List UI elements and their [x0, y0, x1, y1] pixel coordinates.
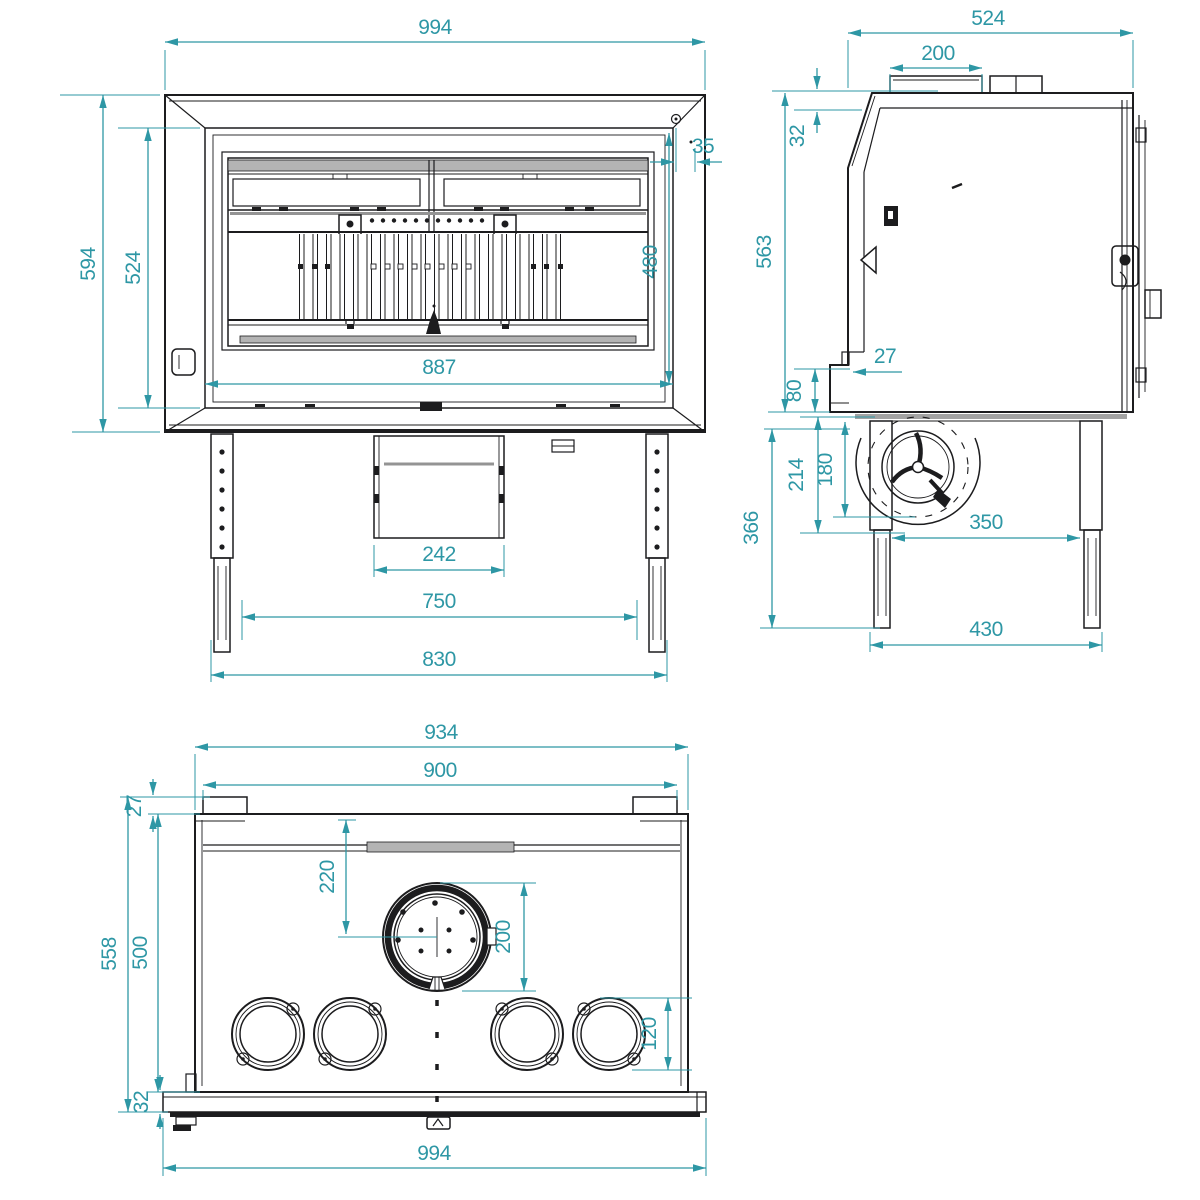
- bottom-front-frame: [162, 1091, 707, 1131]
- dim-side-leg-zone-height: 366: [740, 511, 763, 545]
- bottom-dimensions: 934 900 27 220 200 558 500: [98, 721, 707, 1176]
- dim-bottom-flue-center-offset: 220: [316, 860, 339, 894]
- dim-front-feet-inner-span: 750: [422, 590, 456, 613]
- side-body: [829, 75, 1162, 422]
- side-right-leg: [1079, 420, 1103, 629]
- vent-hole-3: [490, 997, 564, 1071]
- dim-front-glass-top-offset: 35: [692, 135, 714, 158]
- dim-bottom-body-width: 934: [424, 721, 458, 744]
- dim-front-overall-width: 994: [418, 16, 452, 39]
- side-left-leg: [869, 420, 893, 629]
- vent-hole-2: [313, 997, 387, 1071]
- dim-front-overall-height: 594: [77, 246, 100, 280]
- front-dimensions: 994 594 524 35 480 887 242: [60, 16, 722, 682]
- front-hinge-pin: [670, 113, 693, 144]
- bottom-view: 934 900 27 220 200 558 500: [98, 721, 707, 1176]
- vent-hole-4: [572, 997, 646, 1071]
- dim-front-glass-width: 887: [422, 356, 456, 379]
- dim-front-ash-drawer-width: 242: [422, 543, 456, 566]
- front-door-latch: [420, 402, 442, 411]
- dim-bottom-overall-depth: 558: [98, 937, 121, 971]
- dim-side-body-height: 563: [753, 235, 776, 269]
- dim-bottom-front-frame-width: 994: [417, 1142, 451, 1165]
- bottom-left-tab: [202, 796, 248, 815]
- side-dimensions: 524 200 32 563 27 80 214 180: [740, 7, 1134, 652]
- dim-side-base-zone-height: 214: [785, 457, 808, 491]
- dim-front-legs-outer-span: 830: [422, 648, 456, 671]
- front-air-holes-row: [369, 218, 485, 223]
- dim-side-top-plate-offset: 32: [786, 125, 809, 147]
- dim-side-legs-outer-span: 430: [969, 618, 1003, 641]
- vent-hole-1: [231, 997, 305, 1071]
- front-left-leg: [210, 433, 234, 653]
- dim-bottom-vent-diameter: 120: [638, 1017, 661, 1051]
- dim-side-fan-housing-height: 180: [814, 453, 837, 487]
- dim-front-door-height: 524: [122, 250, 145, 284]
- side-bracket-box: [1144, 289, 1162, 319]
- front-door-handle: [171, 348, 196, 376]
- bottom-vent-holes: [231, 997, 646, 1071]
- front-right-leg: [645, 433, 669, 653]
- bottom-right-tab: [632, 796, 678, 815]
- dim-bottom-tab-depth: 27: [123, 795, 146, 817]
- front-view: 994 594 524 35 480 887 242: [60, 16, 722, 682]
- dim-side-rear-step-depth: 27: [874, 345, 896, 368]
- front-door-glass: [171, 113, 693, 411]
- side-face-marks: [859, 182, 963, 275]
- side-door-latch: [1111, 245, 1139, 291]
- side-view: 524 200 32 563 27 80 214 180: [740, 7, 1162, 652]
- dim-side-overall-depth: 524: [971, 7, 1005, 30]
- side-flue-collar: [889, 75, 983, 94]
- dim-bottom-body-depth: 500: [129, 936, 152, 970]
- dim-side-rear-step-height: 80: [783, 380, 806, 402]
- flame-mark: [426, 310, 441, 334]
- dim-bottom-tabs-span: 900: [423, 759, 457, 782]
- dim-bottom-front-frame-depth: 32: [130, 1091, 153, 1113]
- dim-side-feet-inner-span: 350: [969, 511, 1003, 534]
- front-grate-pins: [298, 263, 563, 270]
- dim-side-flue-collar-width: 200: [921, 42, 955, 65]
- side-fan-blower: [855, 416, 981, 526]
- front-ash-drawer: [373, 435, 575, 539]
- dim-front-glass-height: 480: [639, 245, 662, 279]
- front-grate-bars: [296, 234, 566, 320]
- dim-bottom-flue-diameter: 200: [492, 920, 515, 954]
